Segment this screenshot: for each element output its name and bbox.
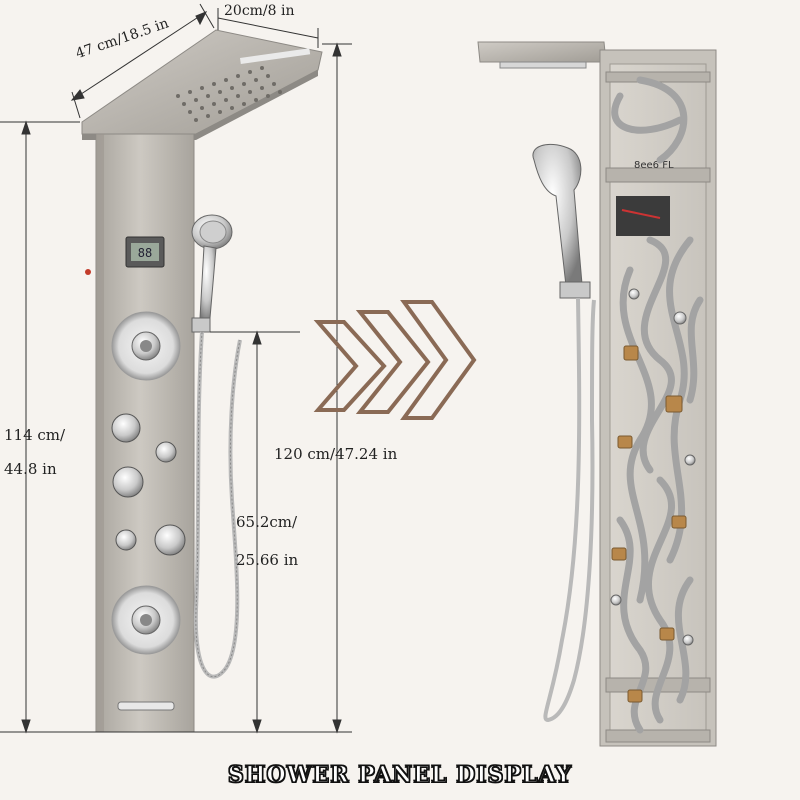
control-knob-3 bbox=[154, 524, 186, 556]
footer-caption: SHOWER PANEL DISPLAY bbox=[227, 761, 573, 788]
dimension-height-120-label: 120 cm/47.24 in bbox=[274, 445, 398, 463]
hand-shower bbox=[191, 214, 233, 333]
shower-hose-side-view bbox=[543, 297, 596, 723]
chrome-connectors bbox=[610, 288, 696, 646]
dimension-handle-height-line2: 25.66 in bbox=[236, 551, 299, 569]
display-readout-text: 88 bbox=[138, 246, 152, 260]
control-knob-1 bbox=[111, 413, 141, 443]
body-jet-upper bbox=[111, 311, 181, 381]
dimension-height-114-line1: 114 cm/ bbox=[4, 426, 66, 444]
back-panel-marking: 8ee6 FL bbox=[634, 160, 674, 171]
front-view-shower-panel: 88 bbox=[81, 29, 323, 733]
dimension-handle-height-line1: 65.2cm/ bbox=[236, 513, 298, 531]
indicator-light bbox=[85, 269, 91, 275]
temperature-display: 88 bbox=[125, 236, 165, 268]
brass-fittings bbox=[611, 345, 687, 703]
display-module bbox=[616, 196, 670, 236]
control-knob-2 bbox=[112, 466, 144, 498]
back-view-shower-panel: 8ee6 FL bbox=[477, 41, 717, 747]
dimension-depth-label: 20cm/8 in bbox=[224, 3, 295, 19]
small-jet-1 bbox=[155, 441, 177, 463]
rain-nozzles bbox=[176, 66, 282, 122]
small-jet-2 bbox=[115, 529, 137, 551]
dimension-height-114-line2: 44.8 in bbox=[4, 460, 57, 478]
waterfall-spout bbox=[117, 701, 175, 711]
hand-shower-side-view bbox=[532, 144, 591, 299]
body-jet-lower bbox=[111, 585, 181, 655]
transition-arrows bbox=[313, 300, 477, 420]
